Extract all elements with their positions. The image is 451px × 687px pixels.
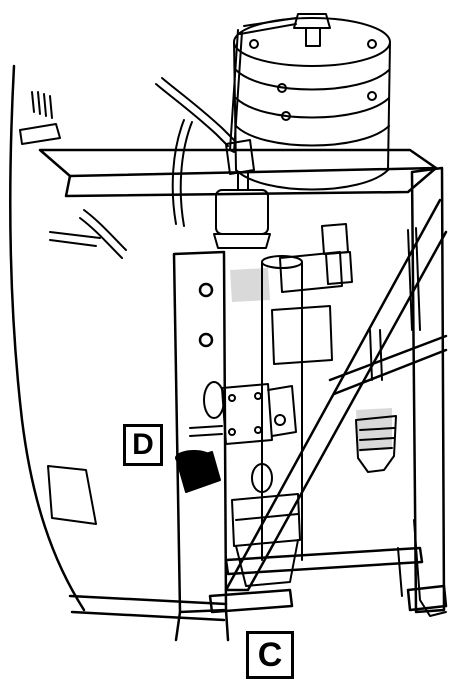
tubing	[49, 77, 421, 331]
main-frame	[38, 148, 448, 642]
lower-pump	[231, 493, 301, 587]
left-panel	[8, 64, 97, 612]
callout-label-c: C	[246, 631, 294, 679]
regulator	[213, 139, 271, 249]
pump-cylinder	[261, 251, 353, 561]
filter-housing	[229, 13, 391, 191]
side-knob	[251, 463, 273, 493]
right-legs	[397, 519, 447, 617]
valve-block	[189, 381, 297, 445]
drain-knob	[175, 450, 221, 493]
right-components	[321, 223, 397, 473]
shaded-panels	[230, 268, 392, 452]
callout-label-d: D	[123, 424, 163, 466]
